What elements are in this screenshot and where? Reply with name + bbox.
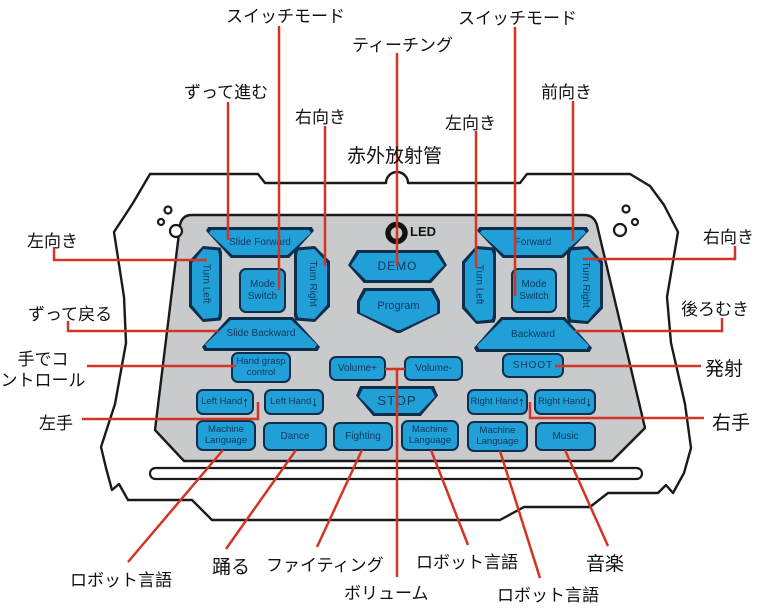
label-hand-control-line1: 手でコ bbox=[17, 350, 69, 369]
dance-button[interactable]: Dance bbox=[263, 422, 327, 451]
program-button[interactable]: Program bbox=[357, 288, 440, 333]
label-right-hand: 右手 bbox=[712, 413, 751, 434]
demo-button[interactable]: DEMO bbox=[348, 250, 447, 283]
label-keep-forward: ずって進む bbox=[184, 83, 269, 102]
speaker-hole bbox=[163, 205, 173, 215]
speaker-hole bbox=[612, 222, 628, 238]
mode-switch-button-left[interactable]: Mode Switch bbox=[239, 268, 286, 313]
label-robot-language-2: ロボット言語 bbox=[416, 553, 518, 572]
label-robot-language-3: ロボット言語 bbox=[497, 586, 599, 605]
mode-switch-button-right[interactable]: Mode Switch bbox=[511, 268, 557, 313]
label-keep-backward: ずって戻る bbox=[28, 305, 113, 324]
line-robot-language-1 bbox=[127, 449, 224, 563]
turn-right-button-left[interactable]: Turn Right bbox=[294, 246, 330, 322]
down-arrow-icon: ↓ bbox=[585, 393, 593, 409]
fighting-button[interactable]: Fighting bbox=[333, 422, 393, 451]
speaker-hole bbox=[168, 223, 184, 239]
turn-left-button-left[interactable]: Turn Left bbox=[189, 246, 222, 322]
label-dance: 踊る bbox=[212, 557, 251, 578]
label-teaching: ティーチング bbox=[352, 36, 453, 55]
label-ir-emitter: 赤外放射管 bbox=[347, 146, 443, 167]
up-arrow-icon: ↑ bbox=[518, 393, 525, 409]
line-dance bbox=[224, 449, 298, 550]
label-turn-right-top: 右向き bbox=[295, 108, 346, 127]
left-hand-down-button[interactable]: Left Hand↓ bbox=[264, 389, 324, 415]
label-left-hand: 左手 bbox=[39, 414, 73, 433]
controller-shell bbox=[99, 170, 693, 522]
volume-plus-button[interactable]: Volume+ bbox=[329, 356, 386, 381]
machine-language-button-2[interactable]: Machine Language bbox=[401, 420, 459, 451]
led-label: LED bbox=[410, 224, 436, 239]
slide-backward-button[interactable]: Slide Backward bbox=[202, 317, 320, 351]
turn-right-button-right[interactable]: Turn Right bbox=[567, 246, 603, 324]
turn-left-button-right[interactable]: Turn Left bbox=[462, 246, 496, 324]
label-turn-left-top: 左向き bbox=[445, 114, 496, 133]
bottom-slot bbox=[148, 466, 644, 481]
down-arrow-icon: ↓ bbox=[311, 393, 318, 409]
speaker-hole bbox=[156, 217, 166, 227]
label-hand-control: 手でコ ントロール bbox=[0, 349, 86, 392]
shoot-button[interactable]: SHOOT bbox=[502, 353, 564, 378]
machine-language-button-1[interactable]: Machine Language bbox=[196, 420, 256, 451]
speaker-hole bbox=[630, 217, 640, 227]
music-button[interactable]: Music bbox=[535, 422, 596, 451]
led-indicator bbox=[385, 221, 408, 245]
speaker-hole bbox=[621, 204, 631, 214]
line-music bbox=[563, 449, 610, 547]
label-fighting: ファイティング bbox=[266, 556, 384, 575]
up-arrow-icon: ↑ bbox=[242, 393, 249, 409]
label-forward: 前向き bbox=[541, 83, 592, 102]
machine-language-button-3[interactable]: Machine Language bbox=[467, 421, 528, 452]
right-hand-down-button[interactable]: Right Hand↓ bbox=[534, 389, 596, 415]
label-backward: 後ろむき bbox=[681, 300, 749, 319]
label-switch-mode-top-right: スイッチモード bbox=[458, 9, 577, 28]
label-turn-left-side: 左向き bbox=[27, 232, 78, 251]
stop-button[interactable]: STOP bbox=[356, 386, 438, 416]
line-robot-language-2 bbox=[429, 449, 470, 546]
label-hand-control-line2: ントロール bbox=[0, 371, 86, 391]
backward-button[interactable]: Backward bbox=[474, 317, 592, 352]
label-shoot: 発射 bbox=[705, 359, 744, 380]
line-fighting bbox=[315, 449, 364, 548]
left-hand-up-button[interactable]: Left Hand↑ bbox=[196, 389, 254, 415]
right-hand-up-button[interactable]: Right Hand↑ bbox=[467, 389, 528, 415]
volume-minus-button[interactable]: Volume- bbox=[404, 356, 463, 381]
label-switch-mode-top-left: スイッチモード bbox=[226, 7, 345, 26]
label-turn-right-side: 右向き bbox=[703, 228, 754, 247]
hand-grasp-control-button[interactable]: Hand grasp control bbox=[231, 352, 291, 383]
label-volume: ボリューム bbox=[344, 584, 429, 603]
label-robot-language-1: ロボット言語 bbox=[70, 571, 172, 590]
label-music: 音楽 bbox=[586, 554, 625, 575]
